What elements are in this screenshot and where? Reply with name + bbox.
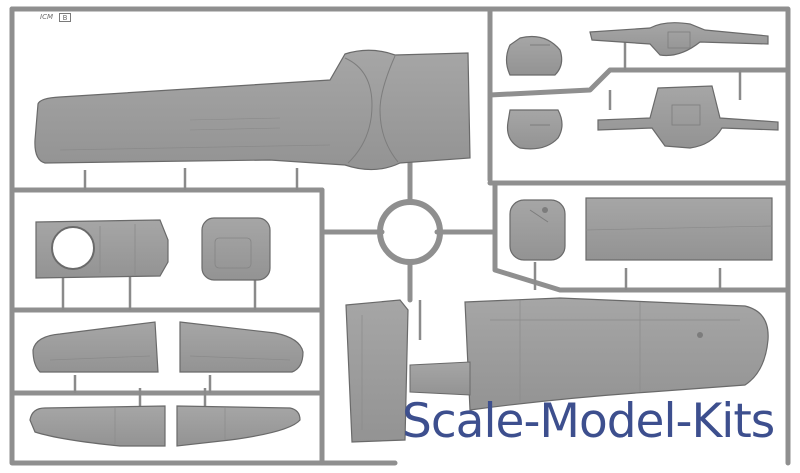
- door-part-middle: [509, 199, 566, 261]
- elevator-left-part: [29, 405, 166, 447]
- sprue-gates: [61, 40, 742, 420]
- stabilizer-left-part: [32, 321, 159, 373]
- sprue-code-label: B: [59, 13, 71, 22]
- sprue-ring: [377, 199, 443, 265]
- nacelle-part: [35, 219, 169, 279]
- gear-bracket-part-lower: [597, 85, 779, 149]
- cowling-part: [201, 217, 271, 281]
- watermark-text: Scale-Model-Kits: [402, 394, 775, 449]
- stabilizer-right-part: [179, 321, 304, 373]
- wing-upper-part: [34, 49, 471, 171]
- fuselage-half-part: [464, 297, 769, 411]
- tail-fin-part: [345, 299, 471, 443]
- hatch-part-bottom: [506, 109, 563, 150]
- hatch-part-top: [505, 35, 563, 76]
- elevator-right-part: [176, 405, 301, 447]
- gear-bracket-part-upper: [589, 22, 769, 57]
- maker-logo-text: ICM: [40, 13, 53, 21]
- flap-part: [585, 197, 773, 261]
